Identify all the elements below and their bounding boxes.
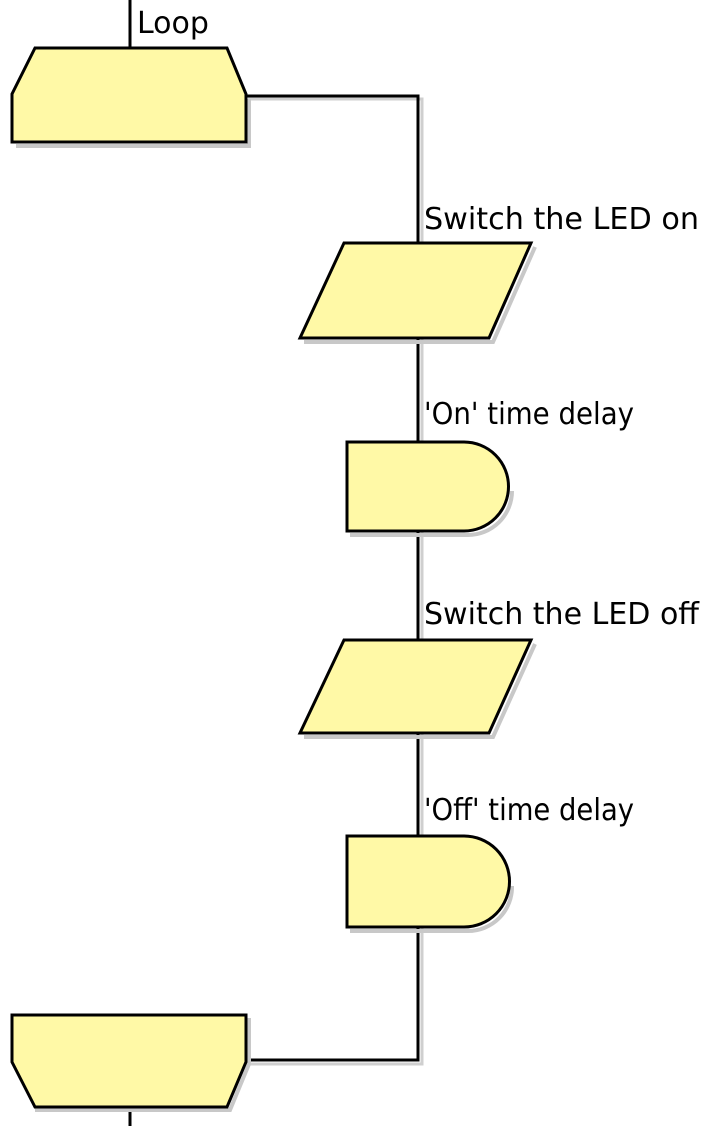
delay-on-node[interactable] xyxy=(345,440,514,537)
label-loop: Loop xyxy=(137,6,209,41)
wire-shadows xyxy=(248,97,424,1066)
label-switch-led-on: Switch the LED on xyxy=(424,202,699,237)
label-switch-led-off: Switch the LED off xyxy=(424,597,700,632)
wire-loop-to-on xyxy=(246,94,420,243)
loop-start-node[interactable] xyxy=(10,46,251,148)
output-led-on-node[interactable] xyxy=(297,241,537,344)
loop-end-node[interactable] xyxy=(10,1013,251,1112)
label-off-time-delay: 'Off' time delay xyxy=(424,793,634,828)
flow-wires xyxy=(128,0,420,1126)
delay-off-node[interactable] xyxy=(345,834,515,933)
label-on-time-delay: 'On' time delay xyxy=(424,397,634,432)
output-led-off-node[interactable] xyxy=(297,638,537,739)
node-labels: Loop Switch the LED on 'On' time delay S… xyxy=(137,6,700,828)
wire-delay-to-loop-end xyxy=(246,927,420,1062)
